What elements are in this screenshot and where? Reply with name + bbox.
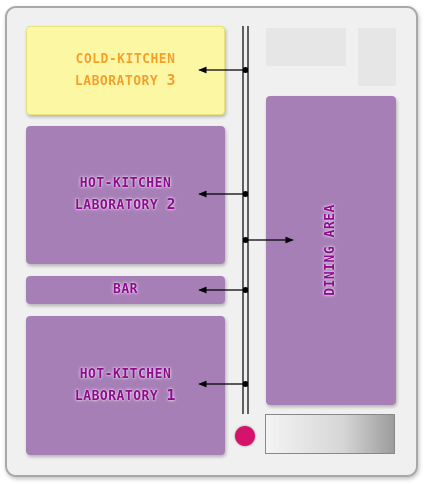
room-label: HOT-KITCHEN LABORATORY 2 (75, 174, 176, 216)
room-label-line1: COLD-KITCHEN (75, 51, 176, 67)
room-bar: BAR (26, 276, 225, 304)
room-label-bar: BAR (113, 282, 138, 297)
room-hot-kitchen-laboratory-1: HOT-KITCHEN LABORATORY 1 (26, 316, 225, 455)
room-label: BAR (113, 280, 138, 300)
exit-door (265, 414, 395, 454)
origin-dot (235, 426, 255, 446)
room-number: 3 (166, 70, 177, 89)
room-label-line1: HOT-KITCHEN (79, 176, 172, 191)
room-label-line1: HOT-KITCHEN (79, 366, 172, 382)
storage-block-small (358, 28, 396, 86)
room-label-line2: LABORATORY (74, 198, 159, 213)
storage-block (266, 28, 346, 66)
room-label: COLD-KITCHEN LABORATORY 3 (75, 50, 176, 92)
room-number: 1 (166, 385, 177, 404)
room-label-line2: LABORATORY (74, 388, 159, 404)
room-number: 2 (166, 195, 177, 213)
room-dining-area (266, 96, 396, 405)
room-label: HOT-KITCHEN LABORATORY 1 (75, 365, 176, 407)
room-hot-kitchen-laboratory-2: HOT-KITCHEN LABORATORY 2 (26, 126, 225, 264)
room-label-line2: LABORATORY (74, 73, 159, 89)
